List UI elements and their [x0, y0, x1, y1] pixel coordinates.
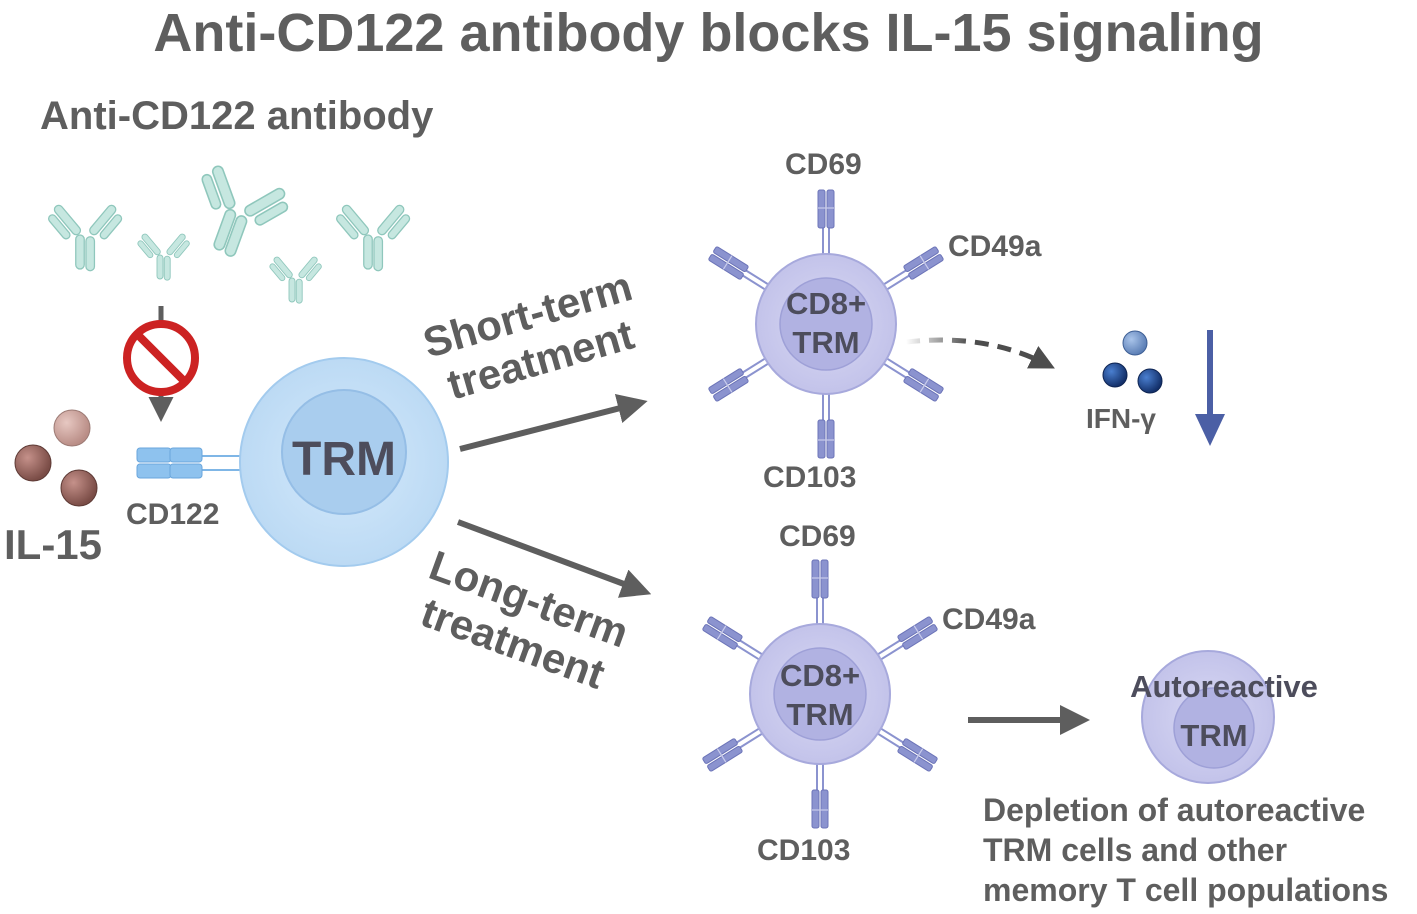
short-term-arrow — [459, 393, 648, 452]
antibody-label: Anti-CD122 antibody — [40, 94, 434, 138]
figure-title: Anti-CD122 antibody blocks IL-15 signali… — [153, 3, 1264, 63]
il15-molecules-icon — [14, 409, 98, 507]
trm-cell — [239, 357, 449, 567]
autoreactive-trm-cell — [1141, 650, 1275, 784]
antibody-icon — [332, 202, 414, 272]
antibody-icon — [266, 255, 325, 304]
cd122-label: CD122 — [126, 498, 220, 531]
cd8-trm-cell-short — [707, 189, 945, 459]
antibody-icon — [134, 232, 193, 281]
short-cd49a-label: CD49a — [948, 230, 1042, 263]
short-trm-label: TRM — [792, 325, 860, 360]
autoreactive-label: Autoreactive — [1130, 669, 1318, 704]
outcome-line1: Depletion of autoreactive — [983, 792, 1366, 828]
antibody-group — [44, 157, 414, 304]
cd8-trm-cell-long — [701, 559, 939, 829]
long-term-arrow — [456, 519, 652, 598]
inhibit-icon — [123, 320, 199, 396]
short-cd103-label: CD103 — [763, 461, 857, 494]
il15-label: IL-15 — [4, 521, 103, 568]
long-cd8-label: CD8+ — [779, 658, 861, 693]
ifn-gamma-molecules-icon — [1102, 330, 1163, 394]
long-trm-label: TRM — [786, 697, 854, 732]
depletion-description: Depletion of autoreactive TRM cells and … — [983, 790, 1413, 910]
antibody-icon — [44, 202, 126, 272]
autoreactive-trm-label: TRM — [1180, 718, 1248, 753]
antibody-icon — [175, 157, 299, 272]
secretion-dashed-arrow — [905, 337, 1055, 369]
cd122-receptor-icon — [136, 447, 262, 479]
outcome-line2: TRM cells and other — [983, 832, 1288, 868]
long-cd103-label: CD103 — [757, 834, 851, 867]
short-cd69-label: CD69 — [785, 148, 862, 181]
outcome-line3: memory T cell populations — [983, 872, 1389, 908]
decrease-arrow-icon — [1195, 330, 1225, 446]
trm-cell-label: TRM — [292, 433, 396, 486]
long-cd49a-label: CD49a — [942, 603, 1036, 636]
long-cd69-label: CD69 — [779, 520, 856, 553]
ifn-gamma-label: IFN-γ — [1086, 403, 1156, 434]
short-cd8-label: CD8+ — [785, 286, 867, 321]
